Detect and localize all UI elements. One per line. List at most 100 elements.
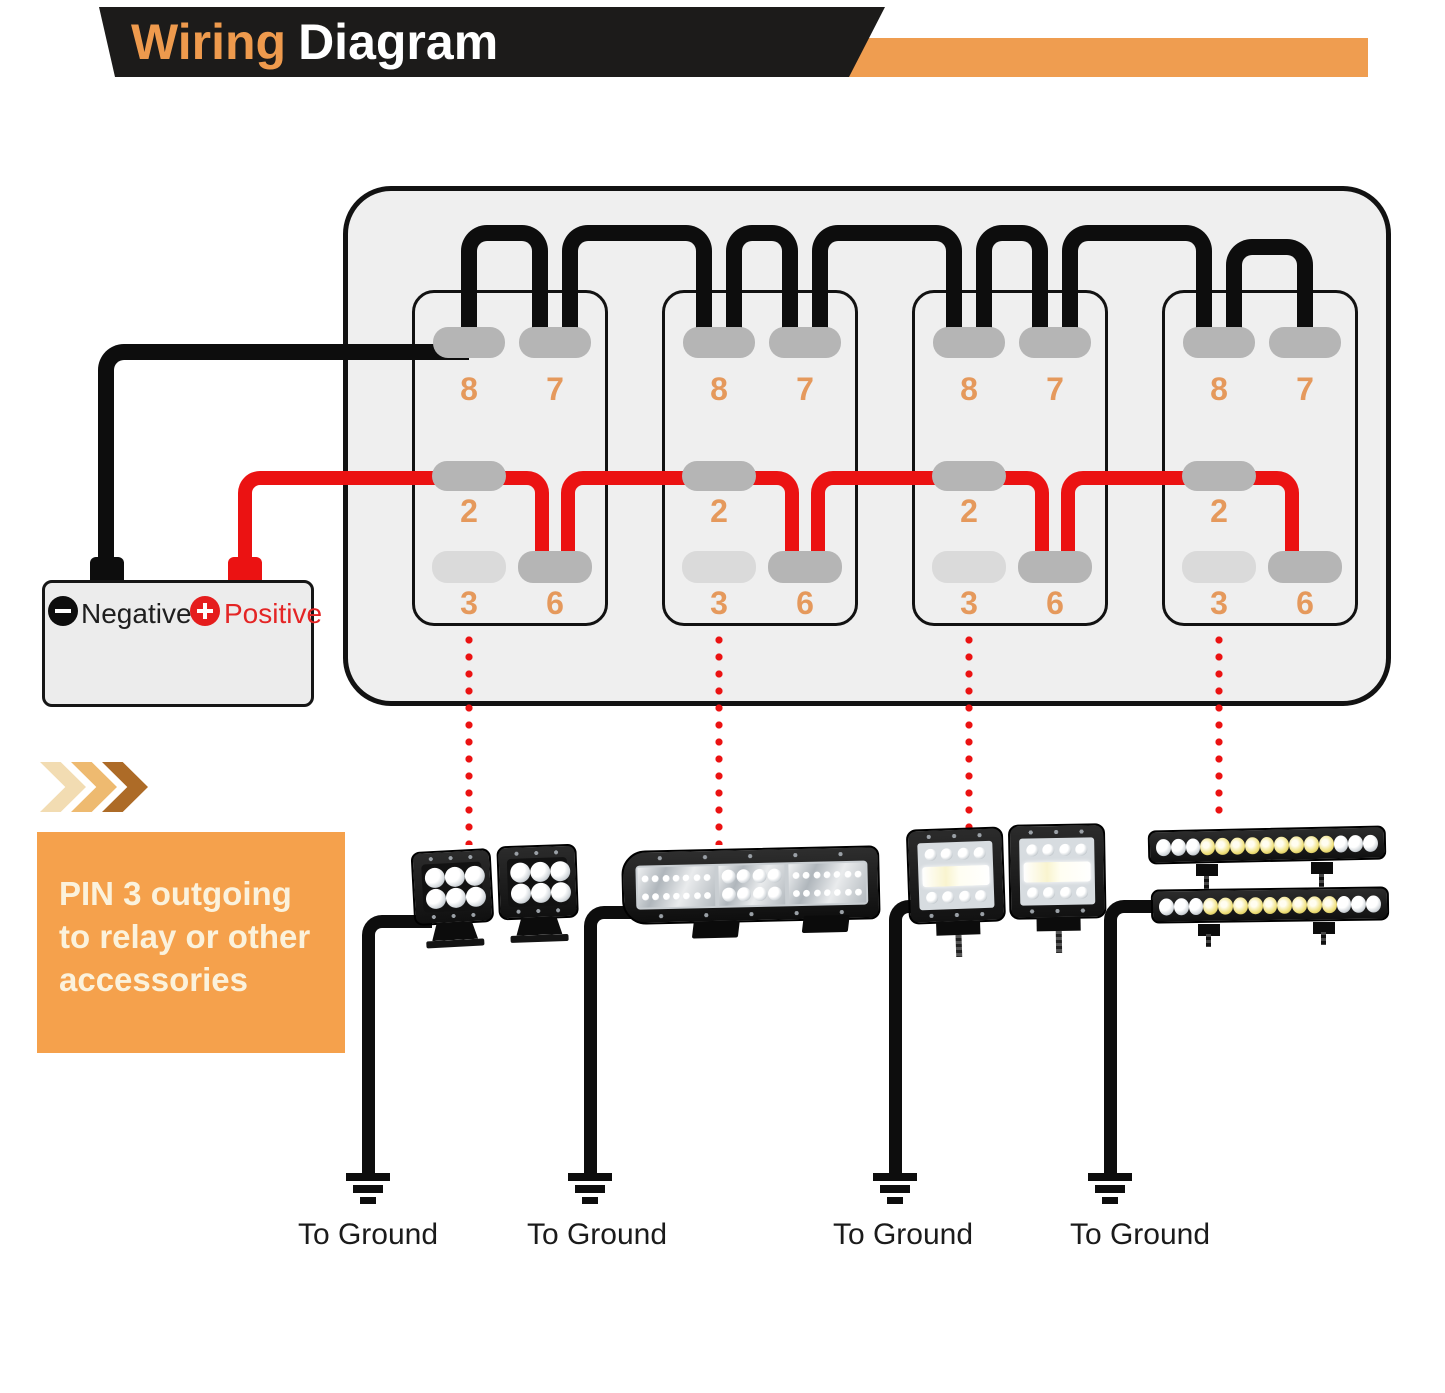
jumper-sw1-7-sw2-8 [562,225,712,345]
led-pod-1 [905,826,1007,958]
jumper-sw3-7-sw4-8 [1062,225,1212,345]
led-lens [510,882,532,904]
led-lens [1058,843,1072,856]
led-lens [926,891,939,905]
pin-7 [1269,327,1341,358]
ground-wire-4 [1104,900,1162,1175]
led-lens [813,889,821,897]
led-lens [1333,834,1349,853]
jumper-sw2-8-7 [726,225,798,345]
dual-led-pods [408,842,583,957]
led-lens [1200,837,1216,855]
header-accent-strip [842,38,1368,77]
pin-3 [1182,551,1256,583]
pin-8 [1183,327,1255,358]
to-ground-label-3: To Ground [832,1218,974,1251]
light-bar-body [621,845,881,926]
led-lens [693,873,701,881]
pin3-output-dotted-wire-3 [964,634,974,828]
mounting-foot [801,914,850,933]
positive-battery-wire [238,471,469,580]
led-lens [1203,897,1219,915]
pin-2 [432,461,506,491]
led-pod-2 [1007,823,1107,954]
pin-3 [682,551,756,583]
led-lens [813,871,821,879]
pin-label-2: 2 [460,493,478,529]
led-lens [1075,843,1088,856]
led-lens [1348,834,1364,852]
pin-2 [682,461,756,491]
pin3-note-box: PIN 3 outgoing to relay or other accesso… [37,832,345,1053]
led-lens [1244,836,1260,854]
led-lens [662,874,670,882]
pin-6 [518,551,592,583]
led-lens [854,870,862,878]
led-lens [1362,834,1379,852]
pin-label-7: 7 [1046,371,1064,407]
pin-label-3: 3 [710,585,728,621]
jumper-sw1-8-7 [461,225,548,345]
led-lens [958,890,971,904]
mounting-foot [691,920,740,939]
led-lens [425,887,447,909]
pin-3 [932,551,1006,583]
pin-6 [1018,551,1092,583]
led-lens [1259,836,1275,854]
led-lens [802,871,810,879]
led-lens [844,870,852,878]
pin-6 [1268,551,1342,583]
page-title-accent: Wiring [131,14,287,70]
red-link-sw3-6-sw4-2 [1061,471,1219,561]
positive-label: Positive [224,598,323,629]
page-title-rest: Diagram [298,14,499,70]
led-lens [1173,897,1189,915]
led-lens [1027,887,1040,900]
led-lens [1318,835,1334,853]
two-single-row-light-bars [1146,825,1396,947]
led-lens [974,890,988,903]
led-lens [1336,895,1352,913]
rocker-switch-3: 8 7 2 3 6 [912,290,1108,626]
red-link-sw1-6-sw2-2 [561,471,719,561]
led-lens [530,882,552,903]
led-lens [465,885,487,907]
led-lens [803,889,811,897]
led-lens [704,891,712,899]
led-lens [737,887,752,902]
led-lens [942,891,955,904]
led-lens [844,888,852,896]
led-lens [1026,844,1039,857]
led-lens [768,886,783,901]
positive-terminal [228,557,262,582]
pin-2 [1182,461,1256,491]
pin-label-2: 2 [1210,493,1228,529]
led-lens [1158,897,1174,916]
led-lens [682,874,691,882]
led-lens [1232,896,1248,915]
red-link-sw2-6-sw3-2 [811,471,969,561]
to-ground-label-1: To Ground [297,1218,439,1251]
slim-light-bar-2 [1150,886,1390,924]
pin-label-8: 8 [1210,371,1228,407]
led-lens [672,874,680,882]
jumper-sw4-8-7 [1226,239,1313,345]
led-lens [767,868,783,883]
led-lens [1155,838,1171,856]
ground-wire-2 [584,906,642,1175]
pin-label-6: 6 [1296,585,1314,621]
led-lens [1059,887,1072,900]
pin-8 [933,327,1005,358]
led-lens [1247,896,1263,914]
pin-label-6: 6 [1046,585,1064,621]
pin-label-6: 6 [546,585,564,621]
led-lens [1321,895,1337,913]
pin-label-8: 8 [460,371,478,407]
to-ground-label-2: To Ground [526,1218,668,1251]
led-lens [792,871,800,879]
pin-8 [433,327,505,358]
jumper-sw2-7-sw3-8 [812,225,962,345]
led-lens [1215,837,1231,855]
dual-triple-row-pods [905,820,1123,958]
